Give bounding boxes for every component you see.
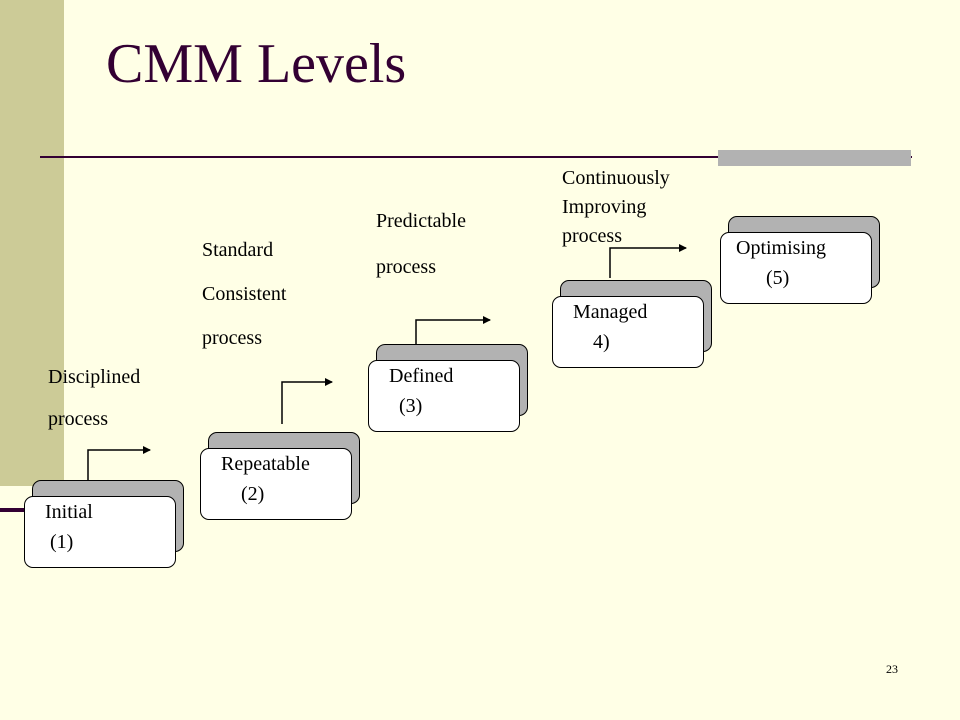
level-label: Managed 4) bbox=[573, 301, 648, 353]
caption-line: Improving bbox=[562, 196, 647, 218]
level-label: Initial (1) bbox=[45, 501, 93, 553]
level-initial: Initial (1) bbox=[24, 480, 184, 568]
level-managed: Managed 4) bbox=[552, 280, 712, 368]
caption-line: process bbox=[376, 256, 436, 278]
level-box: Repeatable (2) bbox=[200, 448, 352, 520]
level-label: Defined (3) bbox=[389, 365, 454, 417]
page-title: CMM Levels bbox=[106, 33, 407, 95]
left-decor-strip bbox=[0, 0, 64, 486]
title-underline-bar bbox=[718, 150, 911, 166]
left-decor-notch bbox=[0, 508, 28, 512]
level-box: Managed 4) bbox=[552, 296, 704, 368]
caption-line: Predictable bbox=[376, 210, 466, 232]
level-box: Initial (1) bbox=[24, 496, 176, 568]
arrow-4-to-5 bbox=[609, 244, 687, 278]
caption-line: process bbox=[48, 408, 108, 430]
level-label: Repeatable (2) bbox=[221, 453, 310, 505]
caption-predictable-process: Predictable process bbox=[376, 198, 466, 290]
level-box: Defined (3) bbox=[368, 360, 520, 432]
caption-line: process bbox=[202, 327, 262, 349]
caption-standard-consistent-process: Standard Consistent process bbox=[202, 228, 286, 360]
arrow-2-to-3 bbox=[281, 378, 333, 424]
caption-line: Consistent bbox=[202, 283, 287, 305]
level-repeatable: Repeatable (2) bbox=[200, 432, 360, 520]
caption-line: Continuously bbox=[562, 167, 670, 189]
arrow-3-to-4 bbox=[415, 316, 491, 344]
caption-line: process bbox=[562, 225, 622, 247]
title-underline bbox=[40, 156, 912, 158]
caption-continuously-improving-process: Continuously Improving process bbox=[562, 164, 670, 251]
level-defined: Defined (3) bbox=[368, 344, 528, 432]
arrow-1-to-2 bbox=[87, 446, 151, 480]
caption-disciplined-process: Disciplined process bbox=[48, 356, 140, 440]
caption-line: Disciplined bbox=[48, 366, 141, 388]
caption-line: Standard bbox=[202, 239, 274, 261]
level-label: Optimising (5) bbox=[736, 237, 827, 289]
level-optimising: Optimising (5) bbox=[720, 216, 880, 304]
page-number: 23 bbox=[886, 662, 898, 676]
level-box: Optimising (5) bbox=[720, 232, 872, 304]
